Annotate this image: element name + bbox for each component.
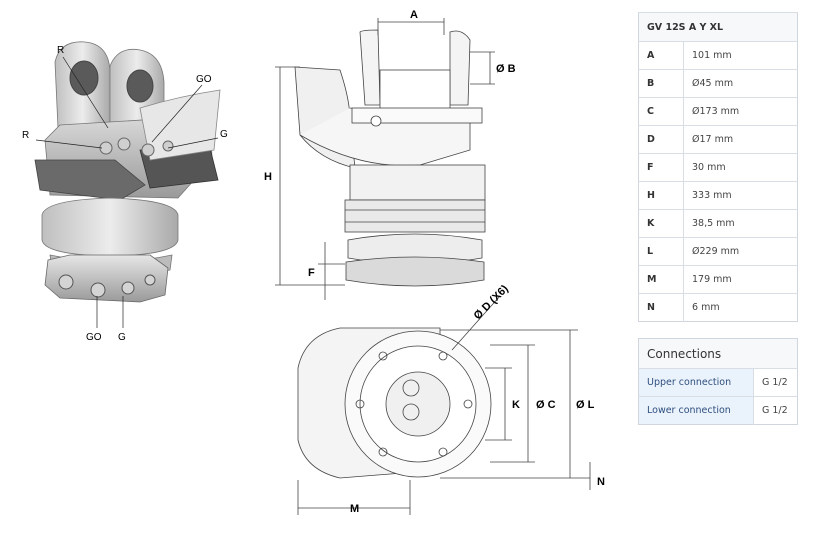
- spec-key: M: [638, 265, 684, 294]
- iso-label-g-right: G: [220, 129, 228, 140]
- technical-drawing: R GO R G GO G A Ø B H F: [22, 9, 605, 515]
- spec-value: Ø173 mm: [683, 97, 798, 126]
- dim-label-d: Ø D (X6): [472, 283, 511, 322]
- spec-key: K: [638, 209, 684, 238]
- spec-value: 38,5 mm: [683, 209, 798, 238]
- iso-label-go-right: GO: [196, 74, 212, 85]
- connection-label: Lower connection: [638, 396, 754, 425]
- side-elevation-view: [275, 18, 495, 300]
- spec-key: L: [638, 237, 684, 266]
- spec-value: 333 mm: [683, 181, 798, 210]
- connections-title: Connections: [638, 338, 798, 369]
- spec-key: F: [638, 153, 684, 182]
- isometric-rotator-view: R GO R G GO G: [22, 41, 228, 343]
- dim-label-l: Ø L: [576, 399, 595, 411]
- connection-value: G 1/2: [753, 368, 798, 397]
- spec-value: Ø45 mm: [683, 69, 798, 98]
- iso-label-g-bottom: G: [118, 332, 126, 343]
- connection-label: Upper connection: [638, 368, 754, 397]
- spec-table-model: GV 12S A Y XL: [638, 12, 798, 42]
- iso-label-r-top: R: [57, 45, 64, 56]
- dim-label-n: N: [597, 476, 605, 488]
- dim-label-c: Ø C: [536, 399, 556, 411]
- dim-label-h: H: [264, 171, 272, 183]
- spec-value: 179 mm: [683, 265, 798, 294]
- spec-value: 30 mm: [683, 153, 798, 182]
- spec-key: N: [638, 293, 684, 322]
- iso-label-go-bottom: GO: [86, 332, 102, 343]
- spec-key: H: [638, 181, 684, 210]
- spec-value: 101 mm: [683, 41, 798, 70]
- dim-label-f: F: [308, 267, 315, 279]
- spec-value: Ø229 mm: [683, 237, 798, 266]
- spec-key: D: [638, 125, 684, 154]
- plan-view: [297, 295, 591, 515]
- iso-label-r-left: R: [22, 130, 29, 141]
- dim-label-b: Ø B: [496, 63, 516, 75]
- connection-value: G 1/2: [753, 396, 798, 425]
- spec-key: B: [638, 69, 684, 98]
- spec-value: 6 mm: [683, 293, 798, 322]
- dim-label-a: A: [410, 9, 418, 21]
- spec-value: Ø17 mm: [683, 125, 798, 154]
- dim-label-k: K: [512, 399, 520, 411]
- dim-label-m: M: [350, 503, 359, 515]
- spec-key: A: [638, 41, 684, 70]
- spec-key: C: [638, 97, 684, 126]
